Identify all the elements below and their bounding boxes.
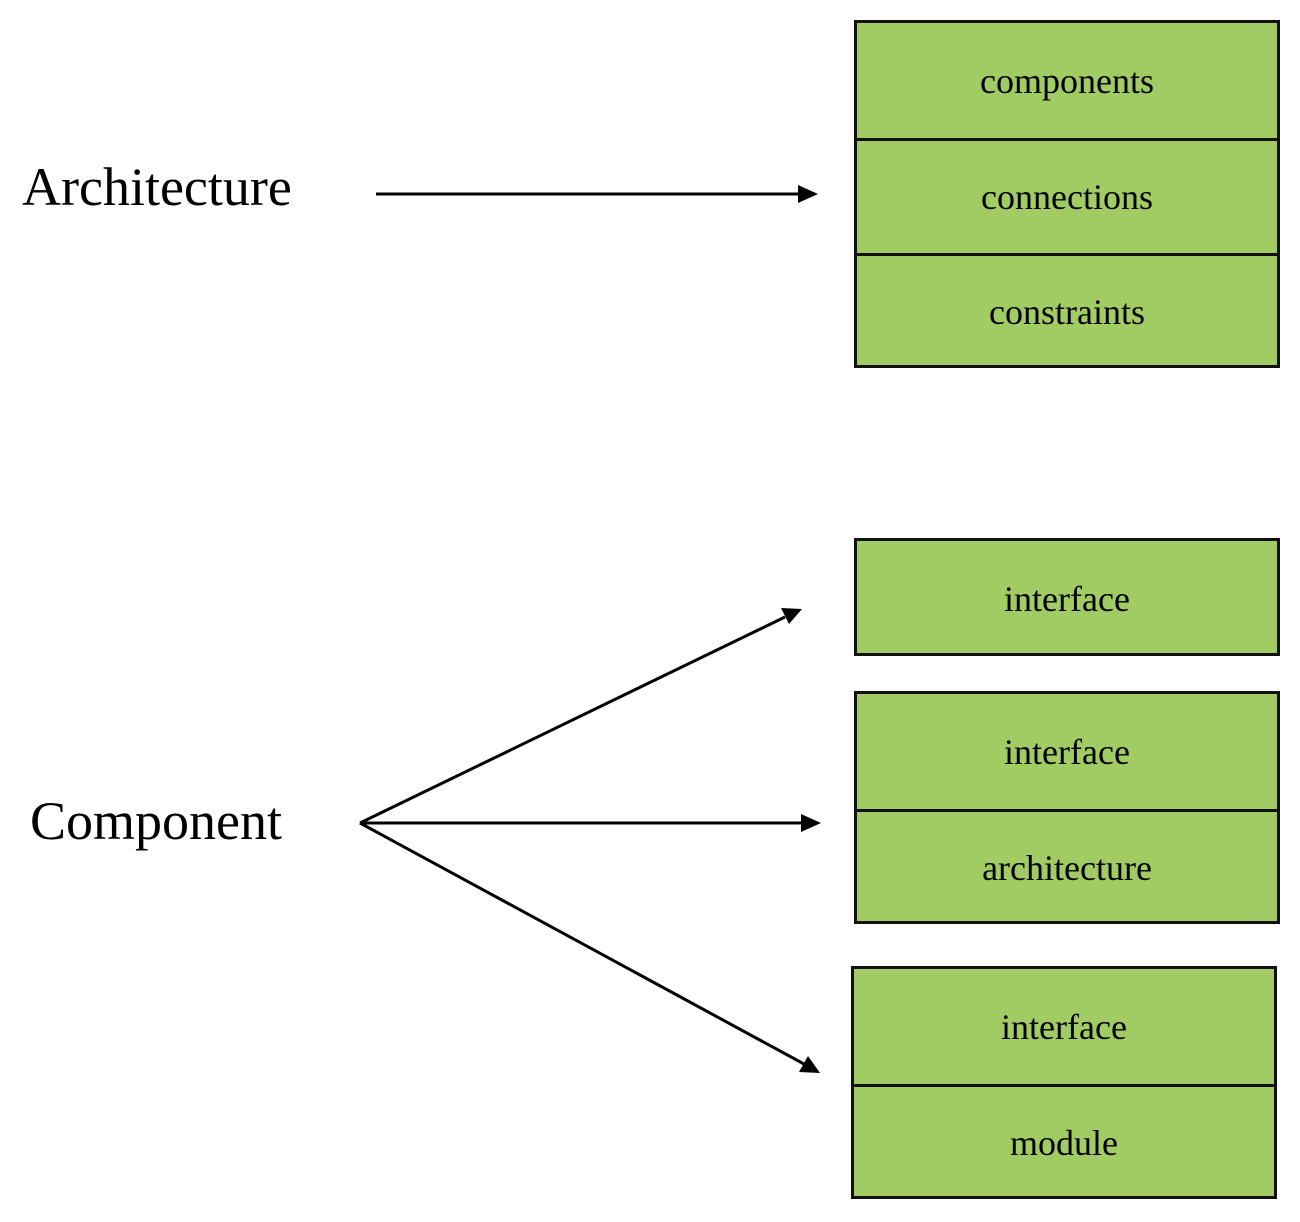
architecture-label: Architecture bbox=[22, 157, 292, 217]
component-option-interface-architecture-box: interface architecture bbox=[854, 691, 1280, 924]
part-interface: interface bbox=[1004, 731, 1130, 772]
component-label: Component bbox=[30, 791, 282, 851]
architecture-parts-box: components connections constraints bbox=[854, 20, 1280, 368]
component-option-interface-module-box: interface module bbox=[851, 966, 1277, 1199]
arrow-component-to-interface-architecture bbox=[360, 814, 821, 832]
arrow-component-to-interface bbox=[359, 608, 802, 825]
part-interface: interface bbox=[1001, 1006, 1127, 1047]
arrow-architecture-to-parts bbox=[376, 185, 818, 203]
part-connections: connections bbox=[857, 138, 1277, 253]
arrow-component-to-interface-module bbox=[359, 821, 820, 1073]
part-architecture: architecture bbox=[857, 809, 1277, 924]
component-option-interface-box: interface bbox=[854, 538, 1280, 656]
part-components: components bbox=[980, 60, 1154, 101]
part-module: module bbox=[854, 1084, 1274, 1199]
part-constraints: constraints bbox=[857, 253, 1277, 368]
part-interface: interface bbox=[1004, 578, 1130, 619]
